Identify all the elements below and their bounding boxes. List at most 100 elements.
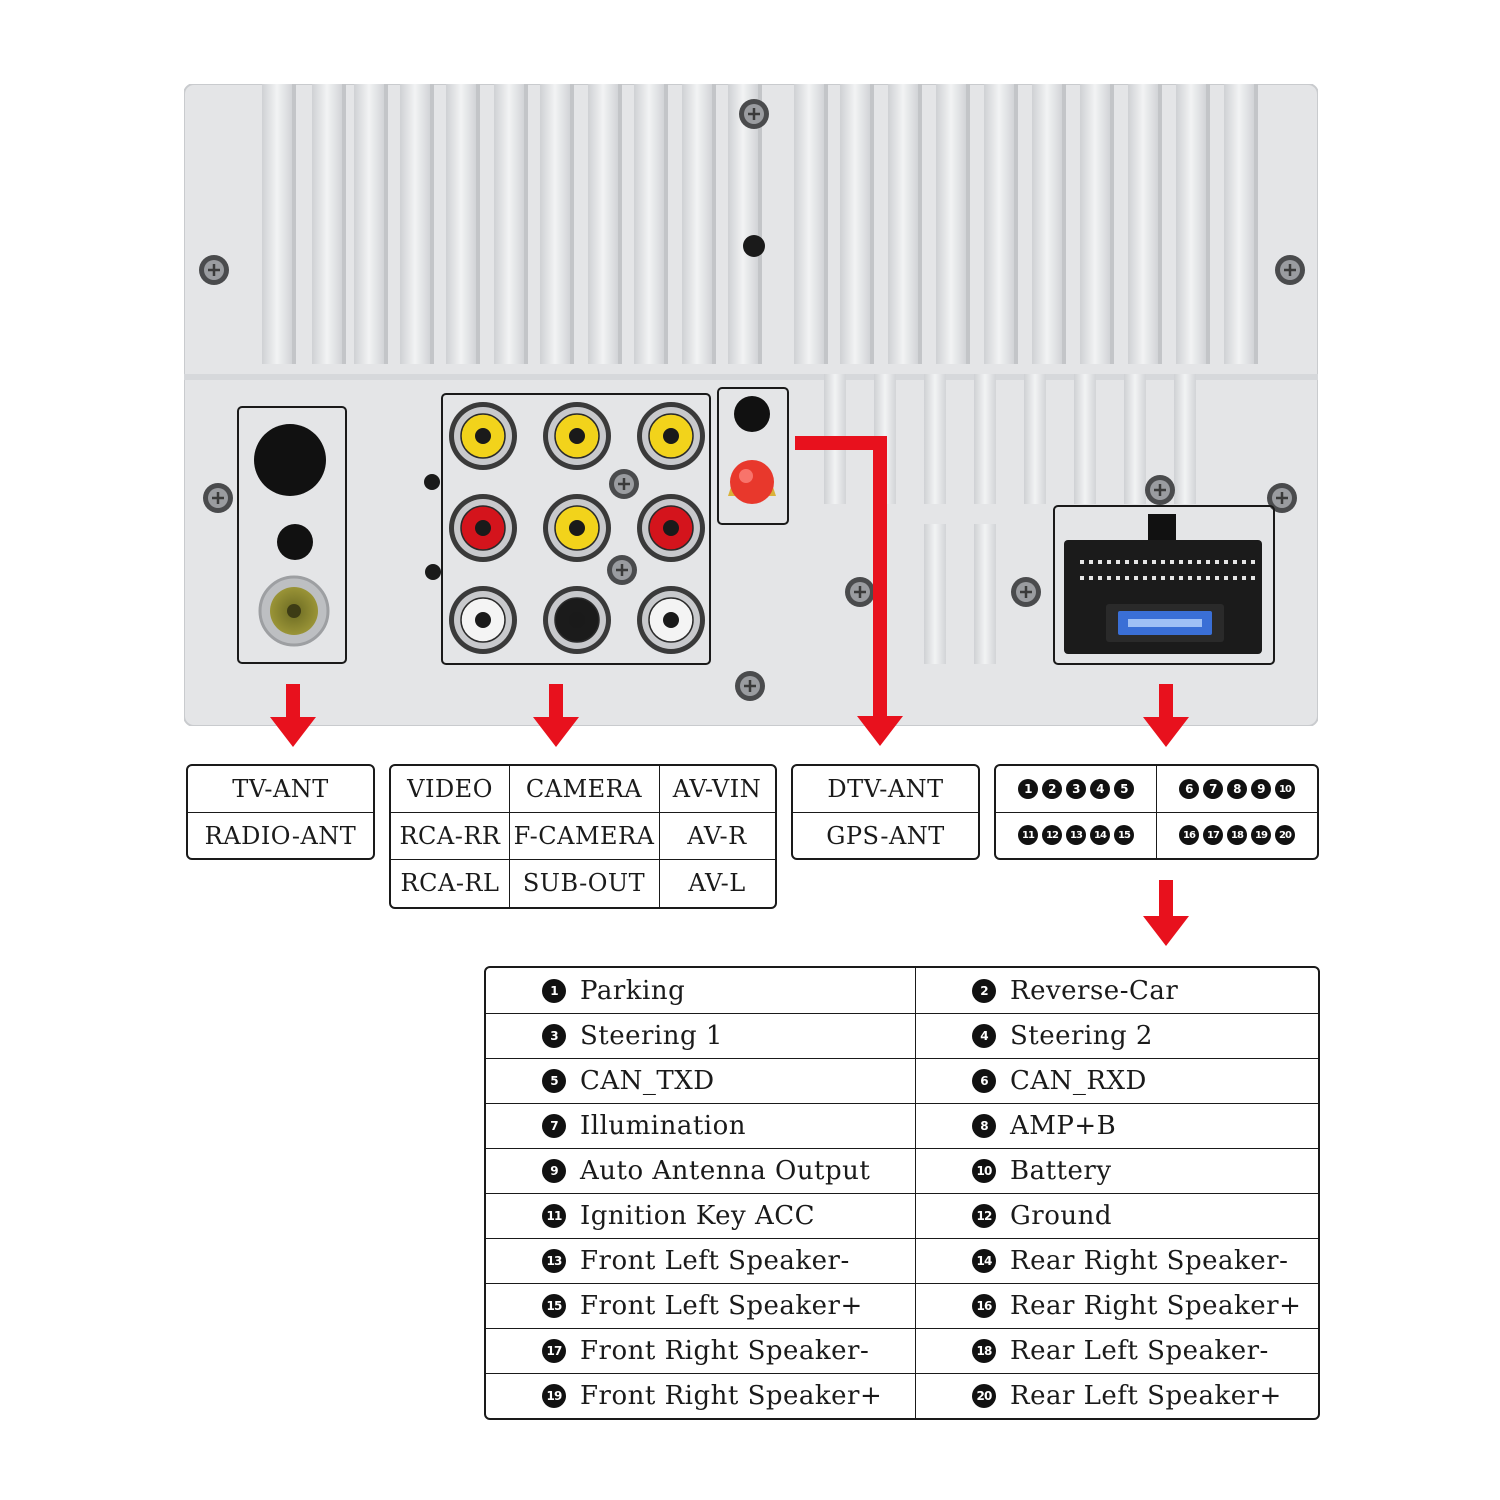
- av-label-cell: CAMERA: [525, 775, 643, 803]
- pin-number-badge: 15: [1114, 825, 1134, 845]
- heatsink-fin: [728, 84, 758, 364]
- heatsink-fin: [984, 84, 1014, 364]
- heatsink-fins-lower: [824, 374, 1196, 664]
- pin-number-badge: 3: [542, 1023, 566, 1048]
- arrow-down-icon: [857, 716, 903, 746]
- heatsink-fin: [588, 84, 618, 364]
- pin-function-label: Ground: [1010, 1200, 1112, 1231]
- pin-number-badge: 10: [972, 1158, 996, 1183]
- av-label-cell: AV-VIN: [672, 775, 762, 803]
- av-label-cell: F-CAMERA: [513, 821, 655, 850]
- iso-harness-connector: [1053, 505, 1275, 665]
- dtv-ant-label: DTV-ANT: [827, 775, 944, 803]
- av-label-cell: VIDEO: [407, 775, 493, 803]
- pin-function-label: Front Left Speaker-: [580, 1245, 850, 1276]
- pin-table-cell: 13 Front Left Speaker-: [486, 1238, 915, 1283]
- heatsink-fin: [540, 84, 570, 364]
- heatsink-fin: [888, 84, 918, 364]
- unit-back-panel: [184, 84, 1318, 726]
- pin-number-badge: 14: [972, 1248, 996, 1273]
- av-label-cell: AV-R: [687, 821, 747, 850]
- heatsink-fin: [312, 84, 342, 364]
- pin-number-badge: 6: [1179, 779, 1199, 799]
- arrow-down-icon: [270, 717, 316, 747]
- gps-ant-port: [730, 460, 774, 504]
- heatsink-fin: [1074, 374, 1096, 504]
- pin-number-badge: 17: [1203, 825, 1223, 845]
- pin-table-cell: 8 AMP+B: [915, 1103, 1318, 1148]
- heatsink-fins: [262, 84, 1258, 364]
- pin-number-badge: 9: [542, 1158, 566, 1183]
- pin-number-badge: 15: [542, 1293, 566, 1318]
- heatsink-fin: [494, 84, 524, 364]
- pin-number-badge: 5: [542, 1068, 566, 1093]
- pin-number-badge: 11: [542, 1203, 566, 1228]
- pin-table-cell: 15 Front Left Speaker+: [486, 1283, 915, 1328]
- pin-function-label: Parking: [580, 975, 686, 1006]
- pin-number-badge: 8: [972, 1113, 996, 1138]
- pin-number-badge: 12: [972, 1203, 996, 1228]
- heatsink-fin: [446, 84, 476, 364]
- av-rca-connector-block: [424, 393, 711, 665]
- pin-function-label: Rear Left Speaker+: [1010, 1380, 1282, 1411]
- pin-number-badge: 11: [1018, 825, 1038, 845]
- heatsink-fin: [1080, 84, 1110, 364]
- gps-connector-block: [717, 387, 789, 525]
- heatsink-fin: [354, 84, 384, 364]
- tv-ant-label: TV-ANT: [232, 775, 329, 803]
- pin-number-badge: 7: [542, 1113, 566, 1138]
- radio-ant-hole: [277, 524, 313, 560]
- pin-function-label: Front Left Speaker+: [580, 1290, 863, 1321]
- pin-number-badge: 8: [1227, 779, 1247, 799]
- radio-ant-label: RADIO-ANT: [204, 821, 357, 850]
- pin-number-badge: 19: [1251, 825, 1271, 845]
- pin-number-badge: 16: [972, 1293, 996, 1318]
- pin-function-label: Steering 2: [1010, 1020, 1153, 1051]
- heatsink-fin: [1124, 374, 1146, 504]
- pin-number-badge: 17: [542, 1338, 566, 1363]
- pin-number-badge: 18: [1227, 825, 1247, 845]
- mounting-screws: [199, 99, 1305, 701]
- arrow-down-icon: [533, 717, 579, 747]
- pin-number-badge: 12: [1042, 825, 1062, 845]
- heatsink-fin: [1032, 84, 1062, 364]
- pin-number-badge: 13: [542, 1248, 566, 1273]
- pin-table-cell: 12 Ground: [915, 1193, 1318, 1238]
- tv-ant-port: [254, 424, 326, 496]
- heatsink-fin: [974, 374, 996, 504]
- heatsink-fin: [794, 84, 824, 364]
- pin-number-badge: 3: [1066, 779, 1086, 799]
- antenna-label-box: TV-ANT RADIO-ANT: [186, 764, 375, 860]
- heatsink-fin: [682, 84, 712, 364]
- arrow-down-icon: [1143, 916, 1189, 946]
- antenna-connector-block: [237, 406, 347, 664]
- pin-function-label: AMP+B: [1010, 1110, 1117, 1141]
- pin-function-label: Auto Antenna Output: [580, 1155, 871, 1186]
- pin-number-badge: 18: [972, 1338, 996, 1363]
- heatsink-fin: [924, 524, 946, 664]
- pin-function-label: Rear Right Speaker-: [1010, 1245, 1289, 1276]
- pin-table-cell: 9 Auto Antenna Output: [486, 1148, 915, 1193]
